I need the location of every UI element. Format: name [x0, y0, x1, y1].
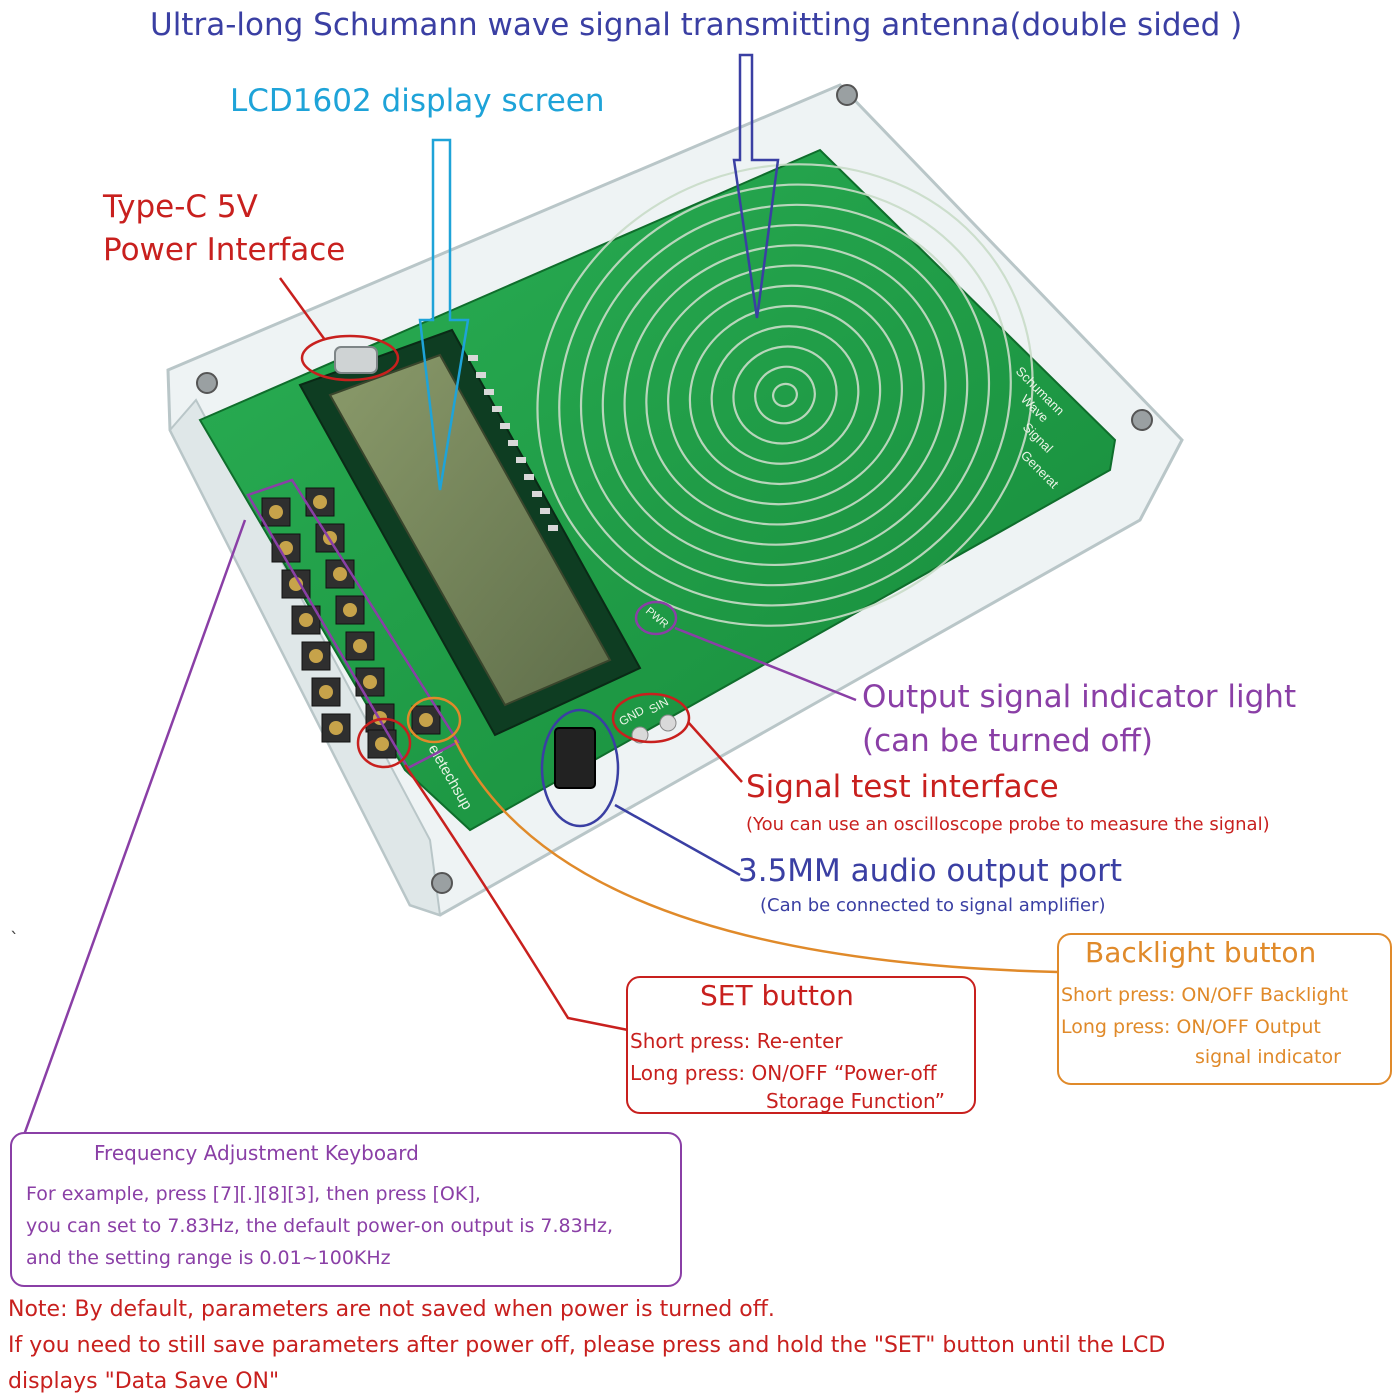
type-c-port [334, 346, 378, 374]
audio-port-label: 3.5MM audio output port [738, 853, 1123, 889]
backlight-leader-line [453, 739, 1059, 974]
indicator-leader-line [674, 626, 857, 702]
set-box-line2: Long press: ON/OFF “Power-off [630, 1061, 937, 1085]
note-line1: Note: By default, parameters are not sav… [8, 1297, 775, 1322]
keypad [261, 487, 441, 759]
note-line2: If you need to still save parameters aft… [8, 1333, 1166, 1358]
keyboard-box-line3: and the setting range is 0.01~100KHz [26, 1247, 391, 1269]
set-box-line3: Storage Function” [766, 1089, 945, 1113]
keyboard-box-line2: you can set to 7.83Hz, the default power… [26, 1215, 614, 1237]
keyboard-leader-line [22, 519, 247, 1136]
lcd-arrow [418, 138, 470, 491]
keyboard-box-title: Frequency Adjustment Keyboard [94, 1141, 419, 1165]
stray-mark: ` [10, 929, 19, 950]
power-label-line1: Type-C 5V [103, 189, 258, 225]
set-leader-line [403, 764, 629, 1032]
indicator-label-line1: Output signal indicator light [862, 679, 1297, 715]
set-info-box: SET button Short press: Re-enter Long pr… [626, 976, 976, 1114]
indicator-label-line2: (can be turned off) [862, 723, 1153, 759]
audio-port-note: (Can be connected to signal amplifier) [760, 895, 1106, 916]
backlight-info-box: Backlight button Short press: ON/OFF Bac… [1057, 933, 1392, 1085]
audio-leader-line [614, 803, 741, 877]
keyboard-box-line1: For example, press [7][.][8][3], then pr… [26, 1183, 481, 1205]
set-box-line1: Short press: Re-enter [630, 1029, 843, 1053]
lcd-module [298, 328, 642, 737]
audio-jack-highlight [540, 708, 620, 828]
screws [196, 84, 1153, 894]
backlight-box-line3: signal indicator [1195, 1046, 1341, 1068]
power-leader-line [278, 277, 327, 341]
spiral-antenna [536, 163, 1034, 627]
test-interface-label: Signal test interface [746, 769, 1059, 805]
note-line3: displays "Data Save ON" [8, 1369, 280, 1394]
power-label-line2: Power Interface [103, 232, 346, 268]
pwr-led-highlight [634, 600, 678, 636]
test-leader-line [687, 721, 743, 783]
backlight-box-line2: Long press: ON/OFF Output [1061, 1016, 1321, 1038]
antenna-label: Ultra-long Schumann wave signal transmit… [150, 7, 1243, 43]
set-button-highlight [356, 717, 412, 769]
set-box-title: SET button [700, 979, 854, 1012]
lcd-label: LCD1602 display screen [230, 83, 605, 119]
audio-jack [554, 727, 596, 789]
test-pads-highlight [611, 692, 691, 744]
power-port-highlight [300, 334, 400, 382]
backlight-box-title: Backlight button [1085, 936, 1317, 969]
backlight-button-highlight [406, 696, 462, 744]
test-interface-note: (You can use an oscilloscope probe to me… [746, 814, 1270, 835]
pcb-board [198, 148, 1117, 832]
keyboard-info-box: Frequency Adjustment Keyboard For exampl… [10, 1132, 682, 1287]
keypad-highlight [246, 478, 460, 770]
antenna-arrow [732, 53, 780, 319]
backlight-box-line1: Short press: ON/OFF Backlight [1061, 984, 1349, 1006]
